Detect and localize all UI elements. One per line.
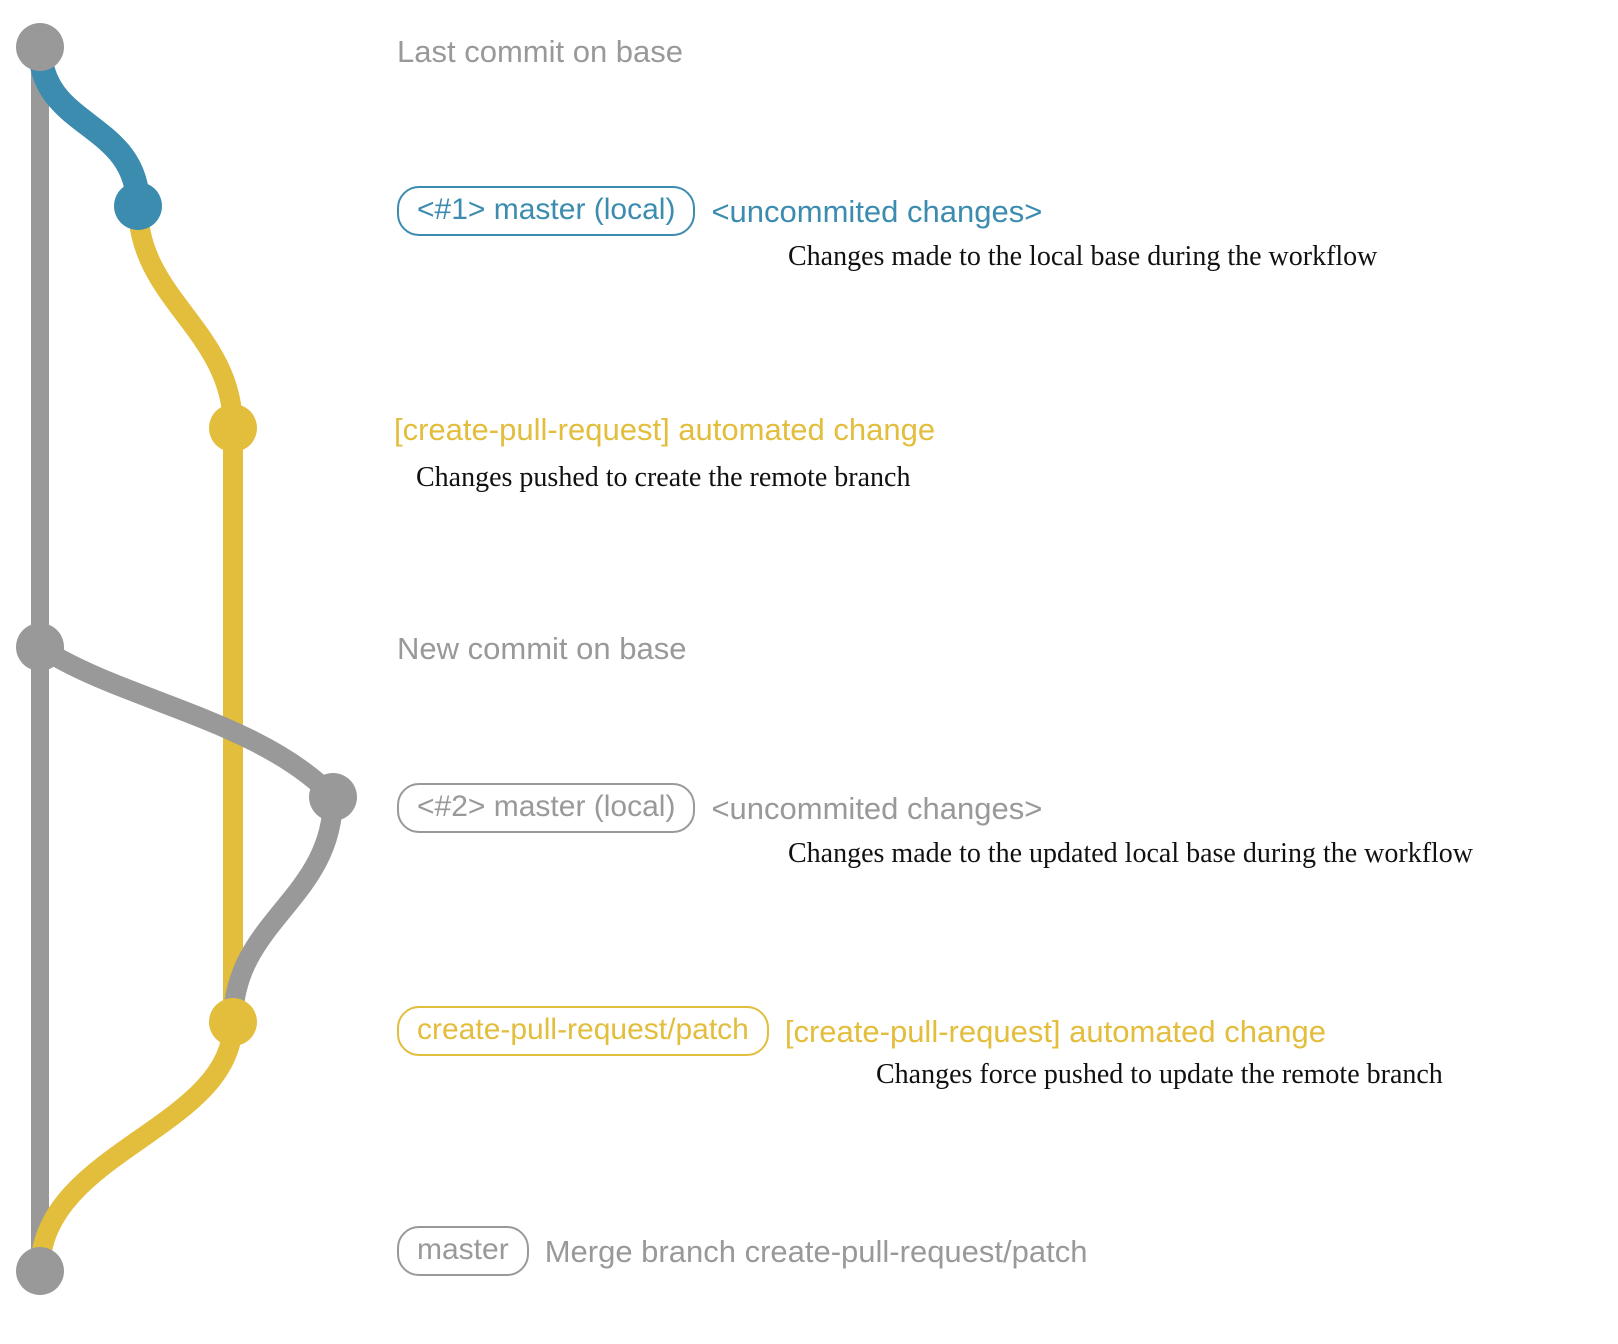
- patch-description: Changes force pushed to update the remot…: [876, 1059, 1443, 1090]
- row-last-commit: Last commit on base: [397, 36, 683, 67]
- row-local-commit-2: <#2> master (local) <uncommited changes>: [397, 783, 1042, 833]
- patch-headline: [create-pull-request] automated change: [784, 1013, 1326, 1049]
- badge-master-local-1[interactable]: <#1> master (local): [397, 186, 696, 236]
- badge-master[interactable]: master: [397, 1226, 529, 1276]
- commit-node-master[interactable]: [16, 1247, 64, 1295]
- commit-node-local-1[interactable]: [114, 182, 162, 230]
- row-new-commit: New commit on base: [397, 633, 686, 664]
- local-2-description: Changes made to the updated local base d…: [788, 838, 1474, 869]
- local-1-description: Changes made to the local base during th…: [788, 241, 1378, 272]
- commit-node-base-1[interactable]: [16, 23, 64, 71]
- row-master-merge: master Merge branch create-pull-request/…: [397, 1226, 1087, 1276]
- row-local-commit-1: <#1> master (local) <uncommited changes>: [397, 186, 1042, 236]
- commit-node-local-2[interactable]: [309, 773, 357, 821]
- edge-base1-to-local1: [28, 35, 150, 218]
- row-patch-branch: create-pull-request/patch [create-pull-r…: [397, 1006, 1326, 1056]
- master-headline: Merge branch create-pull-request/patch: [544, 1233, 1088, 1269]
- commit-graph: [16, 23, 357, 1295]
- edge-local1-to-patch1: [128, 196, 243, 438]
- local-2-headline: <uncommited changes>: [711, 790, 1043, 826]
- last-commit-headline: Last commit on base: [397, 34, 684, 69]
- automated-1-description: Changes pushed to create the remote bran…: [416, 462, 911, 493]
- edge-local2-to-patch2: [223, 787, 343, 1032]
- row-automated-change-1: [create-pull-request] automated change: [394, 414, 935, 445]
- edge-patch2-to-master: [30, 1012, 243, 1281]
- commit-node-base-2[interactable]: [16, 623, 64, 671]
- commit-node-patch-1[interactable]: [209, 404, 257, 452]
- badge-master-local-2[interactable]: <#2> master (local): [397, 783, 696, 833]
- automated-1-headline: [create-pull-request] automated change: [394, 412, 936, 447]
- commit-node-patch-2[interactable]: [209, 998, 257, 1046]
- local-1-headline: <uncommited changes>: [711, 193, 1043, 229]
- badge-create-pull-request-patch[interactable]: create-pull-request/patch: [397, 1006, 769, 1056]
- edge-base2-to-local2: [30, 637, 343, 807]
- new-commit-headline: New commit on base: [397, 631, 687, 666]
